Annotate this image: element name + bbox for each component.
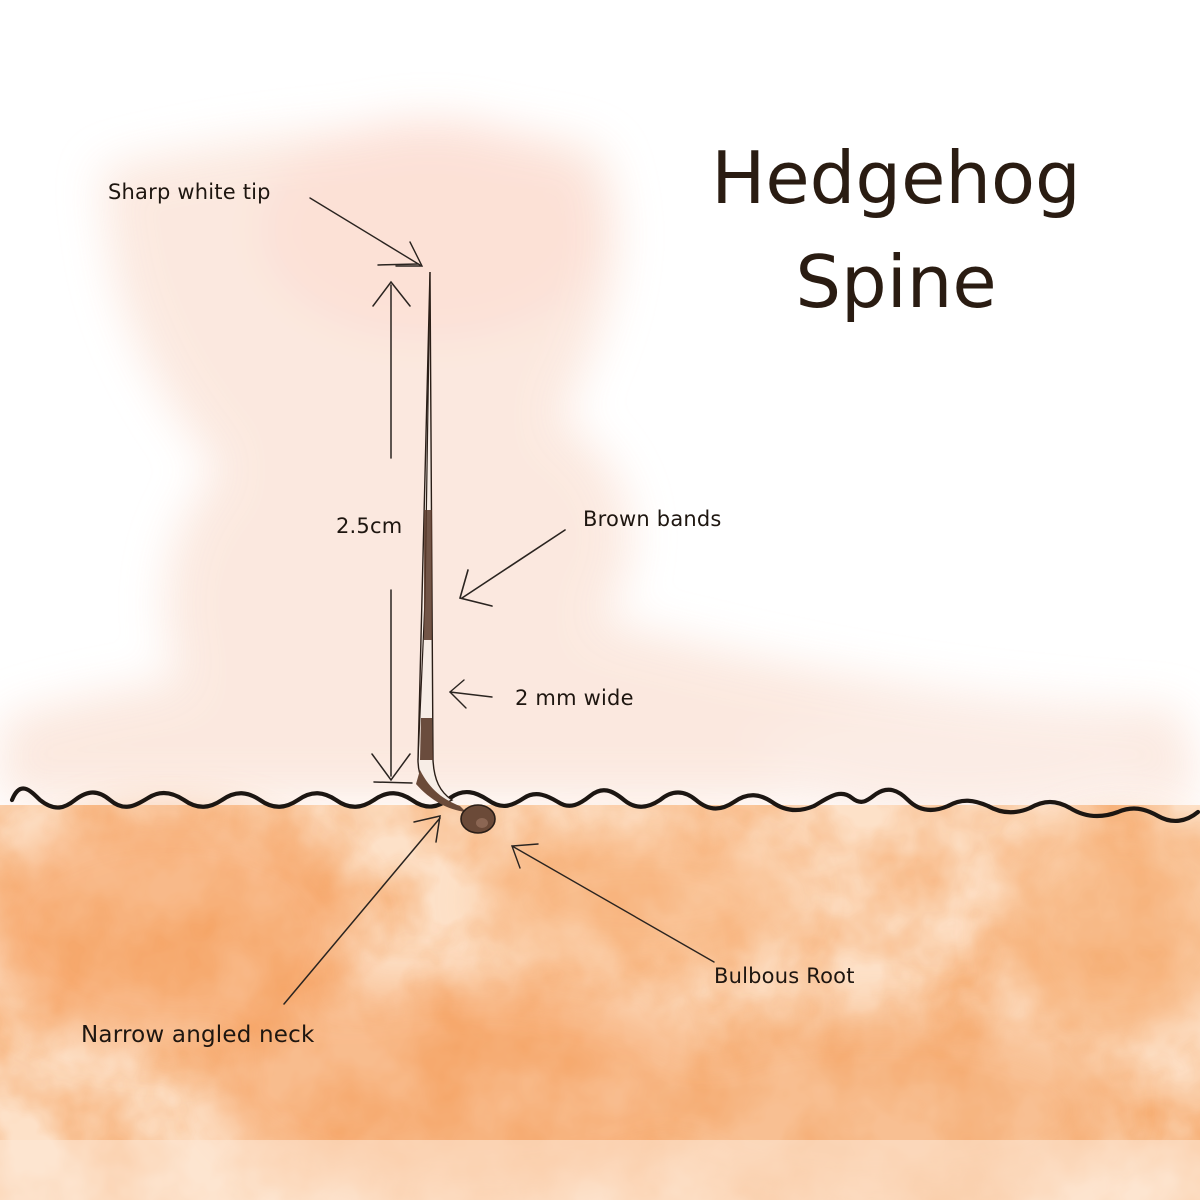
spine [416, 271, 496, 834]
length-measure-arrows [371, 263, 419, 784]
spine-band-upper [424, 510, 432, 640]
title-line-1: Hedgehog [711, 136, 1081, 220]
label-brown-bands: Brown bands [583, 507, 722, 531]
width-pointer-arrow [448, 679, 493, 709]
root-pointer-arrow [511, 843, 715, 963]
label-length: 2.5cm [336, 514, 403, 538]
skin-surface-line [9, 786, 1200, 823]
spine-band-lower [420, 718, 433, 760]
label-narrow-angled-neck: Narrow angled neck [81, 1022, 315, 1048]
tip-pointer-arrow [309, 197, 424, 267]
fur-wash [0, 120, 1200, 820]
label-width: 2 mm wide [515, 686, 634, 710]
skin-layer [0, 805, 1200, 1200]
title-line-2: Spine [795, 240, 997, 324]
label-sharp-white-tip: Sharp white tip [108, 180, 271, 204]
label-bulbous-root: Bulbous Root [714, 964, 855, 988]
bands-pointer-arrow [459, 529, 566, 607]
spine-neck [416, 770, 466, 812]
spine-root [460, 804, 496, 834]
neck-pointer-arrow [283, 815, 441, 1005]
